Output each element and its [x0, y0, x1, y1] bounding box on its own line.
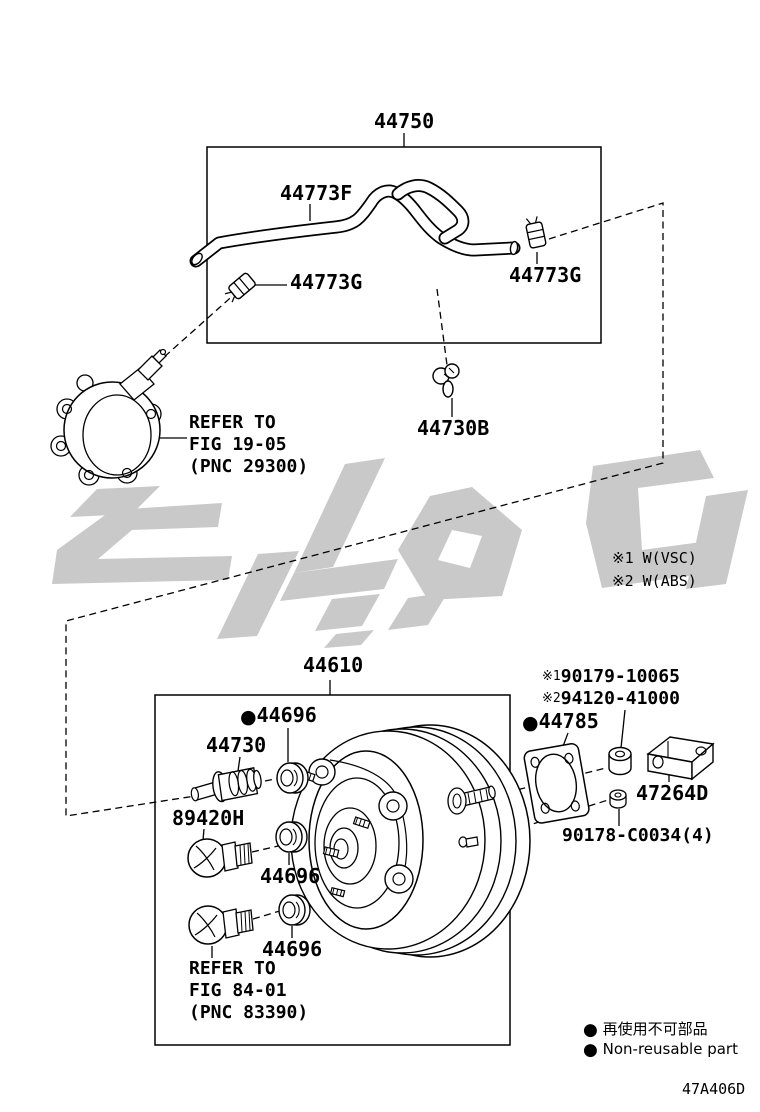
watermark-logo [52, 450, 748, 648]
figure-code: 47A406D [682, 1080, 746, 1098]
label-44773F: 44773F [280, 181, 353, 205]
legend-text: 再使用不可部品 [602, 1020, 708, 1038]
legend-non-reusable-ja: ● 再使用不可部品 [583, 1018, 708, 1040]
label-44730B: 44730B [417, 416, 490, 440]
reference-fig-84-01: REFER TO FIG 84-01 (PNC 83390) [189, 958, 308, 1024]
label-44610: 44610 [303, 653, 364, 677]
label-89420H: 89420H [172, 806, 245, 830]
part-number: 44696 [256, 703, 317, 727]
check-valve [190, 767, 262, 803]
label-44773G-left: 44773G [290, 270, 363, 294]
vacuum-hose [189, 179, 521, 268]
tube-clamp-44730B [432, 363, 460, 398]
label-44696-mid: 44696 [260, 864, 321, 888]
sensor-83390 [188, 905, 254, 945]
label-44773G-right: 44773G [509, 263, 582, 287]
leader-lines [158, 133, 670, 958]
label-44750: 44750 [374, 109, 435, 133]
legend-text: Non-reusable part [602, 1040, 738, 1058]
vacuum-pump [50, 348, 167, 486]
part-number: 44785 [538, 709, 599, 733]
ref-line: REFER TO [189, 412, 276, 433]
gasket-44785 [523, 743, 590, 824]
label-44696-top: ●44696 [240, 705, 317, 728]
grommet-bottom [278, 894, 311, 926]
nut-variant [608, 746, 632, 776]
non-reusable-marker: ● [583, 1020, 598, 1040]
label-44785: ●44785 [522, 711, 599, 734]
grommet-top [276, 762, 309, 794]
label-47264D: 47264D [636, 781, 709, 805]
reference-fig-19-05: REFER TO FIG 19-05 (PNC 29300) [189, 412, 308, 478]
nut-90178 [609, 789, 627, 809]
legend-non-reusable-en: ● Non-reusable part [583, 1040, 738, 1060]
bracket-47264D [646, 736, 715, 781]
label-90179-10065: ※190179-10065 [542, 666, 680, 687]
part-number: 90179-10065 [560, 666, 680, 687]
part-number: 94120-41000 [560, 688, 680, 709]
label-90178-C0034: 90178-C0034(4) [562, 825, 714, 846]
ref-line: REFER TO [189, 958, 276, 979]
label-94120-41000: ※294120-41000 [542, 688, 680, 709]
non-reusable-marker: ● [583, 1040, 598, 1060]
label-44730: 44730 [206, 733, 267, 757]
ref-line: (PNC 83390) [189, 1002, 309, 1023]
grommet-mid [275, 821, 308, 853]
hose-clamp-left [224, 272, 256, 303]
variant-prefix: ※1 [542, 669, 561, 684]
ref-line: FIG 19-05 [189, 434, 287, 455]
label-44696-bottom: 44696 [262, 937, 323, 961]
note-vsc: ※1 W(VSC) [612, 549, 697, 567]
note-abs: ※2 W(ABS) [612, 572, 697, 590]
ref-line: (PNC 29300) [189, 456, 309, 477]
brake-booster [290, 724, 531, 958]
non-reusable-marker: ● [240, 706, 257, 728]
variant-prefix: ※2 [542, 691, 561, 706]
non-reusable-marker: ● [522, 712, 539, 734]
hose-clamp-right [525, 216, 547, 249]
sensor-89420H [187, 838, 253, 878]
ref-line: FIG 84-01 [189, 980, 287, 1001]
